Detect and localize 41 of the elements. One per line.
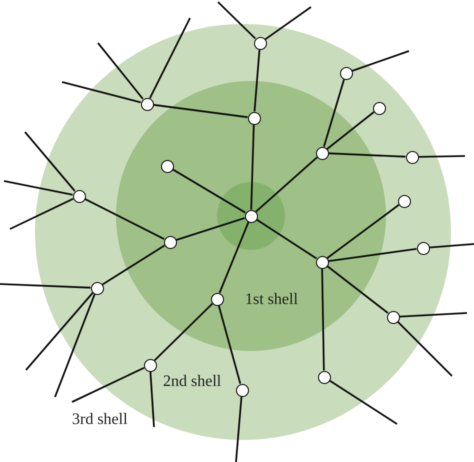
connector-line bbox=[321, 268, 325, 371]
connector-line bbox=[250, 124, 255, 210]
connector-line bbox=[25, 292, 94, 371]
connector-line bbox=[84, 198, 165, 240]
connector-line bbox=[218, 305, 242, 384]
connector-line bbox=[399, 312, 468, 318]
connector-line bbox=[418, 155, 466, 158]
shell-label: 1st shell bbox=[245, 292, 298, 308]
connector-line bbox=[149, 18, 191, 99]
connector-line bbox=[153, 104, 248, 118]
connector-line bbox=[396, 320, 453, 377]
shell-label: 3rd shell bbox=[72, 412, 128, 428]
connector-line bbox=[24, 131, 76, 192]
connector-line bbox=[97, 42, 144, 100]
connector-line bbox=[352, 50, 410, 72]
connector-line bbox=[264, 6, 312, 40]
connector-line bbox=[0, 283, 91, 289]
connector-line bbox=[72, 366, 144, 403]
connector-line bbox=[329, 380, 398, 425]
connector-line bbox=[172, 168, 246, 214]
connector-line bbox=[154, 302, 214, 362]
connector-line bbox=[235, 396, 242, 462]
connector-line bbox=[256, 218, 317, 260]
connector-line bbox=[218, 222, 250, 294]
connector-line bbox=[326, 111, 374, 150]
connector-line bbox=[254, 49, 260, 112]
connector-line bbox=[176, 217, 246, 241]
connector-line bbox=[323, 78, 345, 148]
connector-line bbox=[102, 244, 165, 286]
connector-line bbox=[255, 156, 318, 212]
connector-line bbox=[10, 198, 74, 230]
shell-label: 2nd shell bbox=[163, 374, 222, 390]
connector-line bbox=[429, 243, 474, 248]
connector-line bbox=[150, 371, 155, 428]
connector-line bbox=[328, 248, 417, 262]
connector-line bbox=[4, 180, 73, 196]
connector-line bbox=[328, 152, 406, 158]
connector-line bbox=[54, 294, 96, 398]
connector-line bbox=[326, 265, 388, 314]
connector-line bbox=[62, 81, 141, 104]
connector-line bbox=[217, 1, 256, 40]
